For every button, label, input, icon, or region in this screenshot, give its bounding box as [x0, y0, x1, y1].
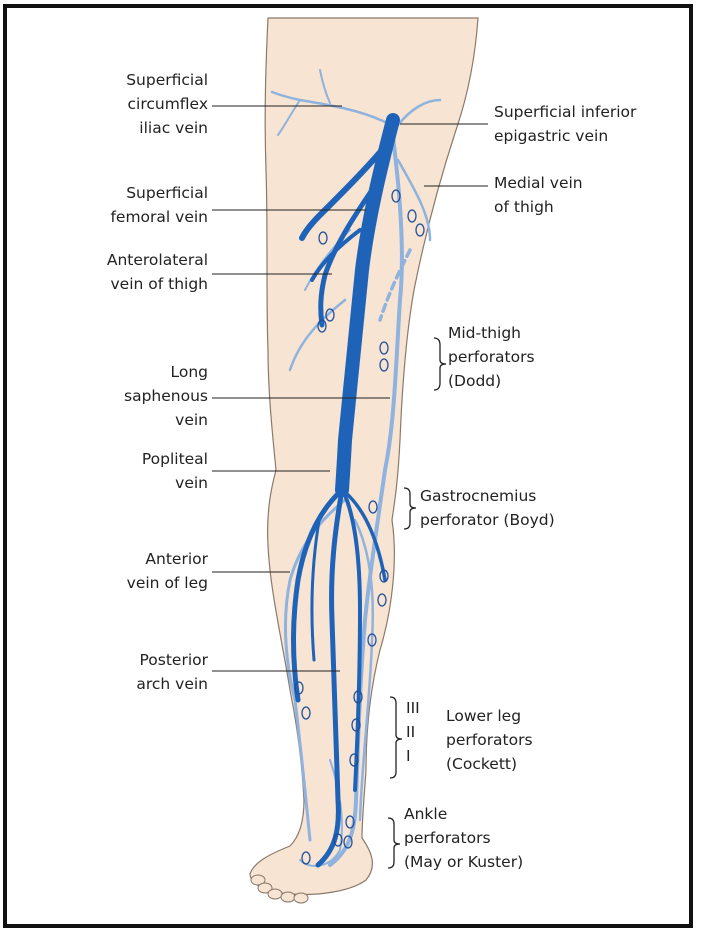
label-anterolateral-vein-of-thigh: Anterolateral vein of thigh	[60, 248, 208, 296]
label-long-saphenous-vein: Long saphenous vein	[60, 360, 208, 432]
label-ankle-perforators: Ankle perforators (May or Kuster)	[404, 802, 624, 874]
label-superficial-inferior-epigastric-vein: Superficial inferior epigastric vein	[494, 100, 679, 148]
label-posterior-arch-vein: Posterior arch vein	[60, 648, 208, 696]
label-gastrocnemius-perforator: Gastrocnemius perforator (Boyd)	[420, 484, 650, 532]
label-anterior-vein-of-leg: Anterior vein of leg	[60, 547, 208, 595]
label-mid-thigh-perforators: Mid-thigh perforators (Dodd)	[448, 321, 633, 393]
label-cockett-numerals: III II I	[406, 696, 446, 768]
label-lower-leg-perforators: Lower leg perforators (Cockett)	[446, 704, 631, 776]
label-popliteal-vein: Popliteal vein	[60, 447, 208, 495]
label-superficial-femoral-vein: Superficial femoral vein	[60, 181, 208, 229]
label-superficial-circumflex-iliac-vein: Superficial circumflex iliac vein	[60, 68, 208, 140]
label-medial-vein-of-thigh: Medial vein of thigh	[494, 171, 679, 219]
